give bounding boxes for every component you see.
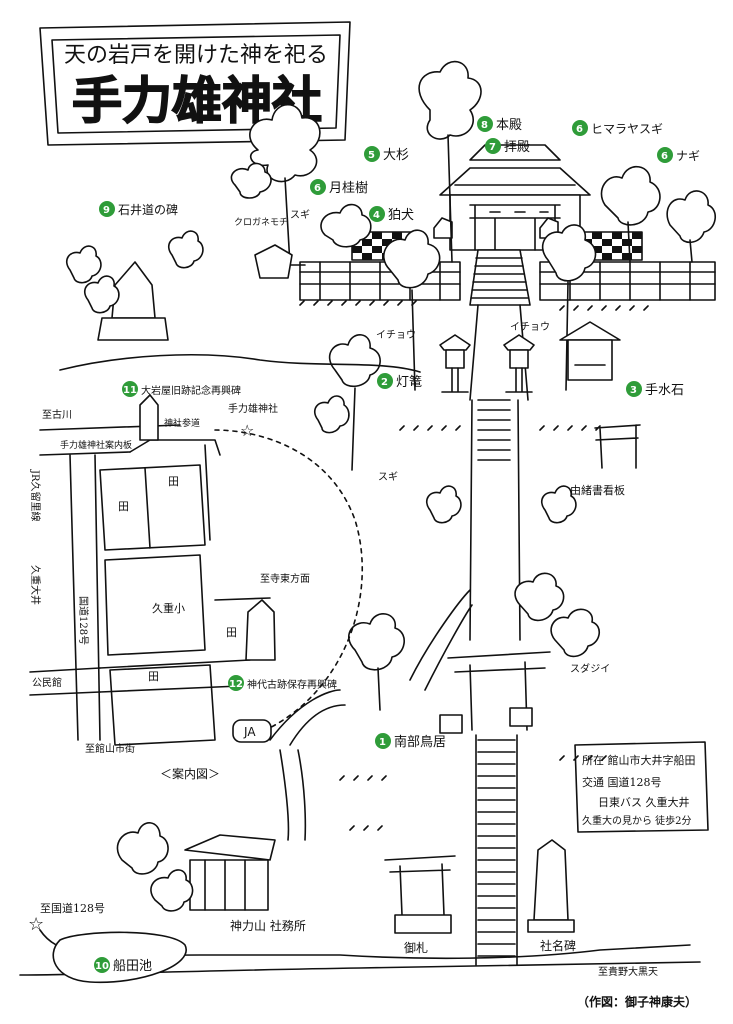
svg-text:1: 1 (379, 737, 386, 748)
svg-text:神代古跡保存再興碑: 神代古跡保存再興碑 (247, 678, 337, 691)
guide-route: 国道128号 (77, 596, 90, 645)
guide-to-furukawa: 至古川 (42, 408, 72, 421)
info-access3: 久重大の見から 徒歩2分 (582, 814, 692, 827)
label-sugi-a: スギ (290, 209, 310, 221)
svg-text:月桂樹: 月桂樹 (329, 181, 368, 196)
landmark-11: 11 大岩屋旧跡記念再興碑 (122, 381, 241, 397)
svg-text:6: 6 (576, 124, 583, 135)
label-gyoreisatsu: 御札 (404, 940, 428, 955)
trees-shrine (230, 60, 716, 471)
label-to-route128: 至国道128号 (40, 901, 105, 915)
landmark-3: 3 手水石 (626, 381, 684, 398)
guide-koumin: 公民館 (32, 676, 62, 689)
landmark-6-nagi: 6 ナギ (657, 147, 700, 163)
label-shamei: 社名碑 (540, 938, 576, 953)
svg-text:灯篭: 灯篭 (396, 375, 422, 390)
svg-text:大杉: 大杉 (383, 148, 409, 163)
guide-shrine: 手力雄神社 (228, 402, 278, 415)
bottom-roads (19, 589, 701, 984)
svg-text:狛犬: 狛犬 (388, 208, 414, 223)
landmark-1: 1 南部鳥居 (375, 733, 446, 750)
info-address: 所在 館山市大井字船田 (582, 753, 696, 767)
landmark-12: 12 神代古跡保存再興碑 (228, 675, 337, 691)
landmark-2: 2 灯篭 (377, 373, 422, 390)
guide-shrine-sign: 手力雄神社案内板 (60, 439, 132, 451)
label-icho-right: イチョウ (510, 321, 550, 333)
svg-text:6: 6 (314, 183, 321, 194)
svg-text:2: 2 (381, 377, 388, 388)
svg-text:9: 9 (103, 205, 110, 216)
guide-to-tateyama: 至館山市街 (85, 742, 135, 755)
title-main: 手力雄神社 (72, 71, 322, 130)
svg-text:6: 6 (661, 151, 668, 162)
info-access2: 日東バス 久重大井 (598, 795, 690, 809)
svg-text:手水石: 手水石 (645, 383, 684, 398)
guide-caption: ＜案内図＞ (160, 766, 220, 781)
landmark-7: 7 拝殿 (485, 138, 530, 155)
svg-text:8: 8 (481, 120, 488, 131)
svg-text:5: 5 (368, 150, 375, 161)
landmark-5: 5 大杉 (364, 146, 409, 163)
guide-field-2: 田 (118, 500, 129, 513)
label-kurogane: クロガネモチ (234, 217, 288, 228)
label-shamusho: 神力山 社務所 (230, 918, 306, 933)
landmark-10: 10 船田池 (94, 957, 152, 974)
landmark-4: 4 狛犬 (369, 206, 414, 223)
label-icho-left: イチョウ (376, 329, 416, 341)
title-banner: 天の岩戸を開けた神を祀る 手力雄神社 (39, 21, 351, 146)
svg-text:10: 10 (95, 961, 109, 972)
guide-bus-stop: 久重大井 (29, 565, 42, 605)
svg-text:11: 11 (123, 385, 137, 396)
svg-text:南部鳥居: 南部鳥居 (394, 734, 446, 750)
label-to-daikokuten: 至貴野大黒天 (598, 965, 658, 978)
svg-text:船田池: 船田池 (113, 959, 152, 974)
svg-text:12: 12 (229, 679, 243, 690)
shrine-star-icon: ☆ (240, 421, 254, 440)
info-box: 所在 館山市大井字船田 交通 国道128号 日東バス 久重大井 久重大の見から … (574, 741, 709, 833)
guide-kuju-school: 久重小 (152, 601, 185, 615)
guide-jr: JR久留里線 (29, 469, 42, 522)
svg-text:石井道の碑: 石井道の碑 (118, 202, 178, 217)
landmark-6-laurel: 6 月桂樹 (310, 179, 368, 196)
guide-field-1: 田 (168, 475, 179, 488)
grass-texture (59, 300, 649, 831)
svg-text:ナギ: ナギ (676, 149, 700, 163)
title-subtitle: 天の岩戸を開けた神を祀る (64, 43, 328, 68)
svg-text:拝殿: 拝殿 (504, 140, 530, 155)
landmark-8: 8 本殿 (477, 116, 522, 133)
guide-ja: JA (243, 725, 256, 739)
guide-to-ichiyoji: 至寺東方面 (260, 572, 310, 585)
guide-map: JA ☆ ☆ (28, 394, 363, 935)
svg-text:7: 7 (489, 142, 496, 153)
label-yuisho: 由緒書看板 (570, 483, 625, 497)
label-sudajii: スダジイ (570, 662, 610, 675)
svg-text:4: 4 (373, 210, 380, 221)
landmark-9: 9 石井道の碑 (99, 201, 178, 217)
info-access1: 交通 国道128号 (582, 775, 662, 789)
svg-text:大岩屋旧跡記念再興碑: 大岩屋旧跡記念再興碑 (141, 384, 241, 397)
guide-path-label: 神社参道 (164, 417, 200, 429)
credit: （作図：御子神康夫） (576, 995, 697, 1009)
svg-text:3: 3 (630, 385, 637, 396)
svg-text:ヒマラヤスギ: ヒマラヤスギ (591, 122, 663, 136)
main-approach (116, 304, 641, 966)
landmark-6-himalaya: 6 ヒマラヤスギ (572, 120, 663, 136)
label-sugi-b: スギ (378, 471, 398, 483)
monument-9 (65, 230, 204, 341)
guide-field-4: 田 (226, 626, 237, 639)
guide-field-3: 田 (148, 670, 159, 683)
svg-text:本殿: 本殿 (496, 118, 522, 133)
